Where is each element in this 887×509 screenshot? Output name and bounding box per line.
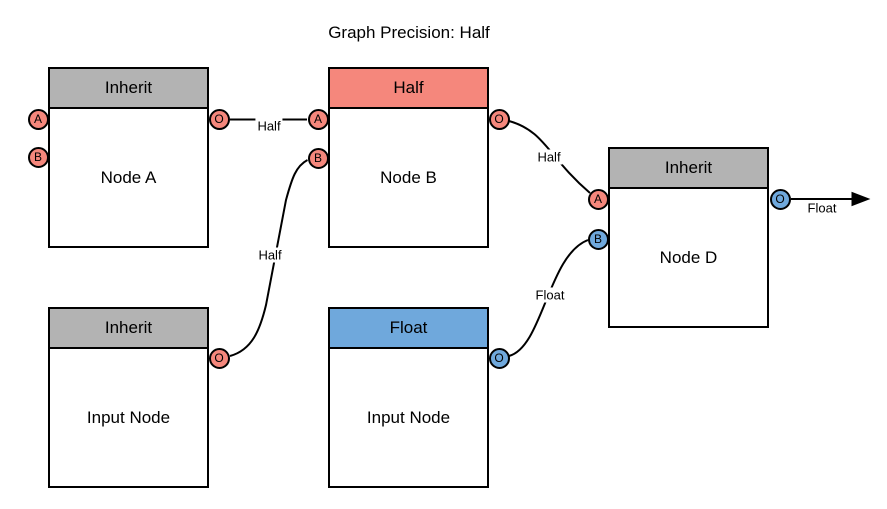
input-node-mid-header: Float — [330, 309, 487, 349]
port-input-mid-output-o: O — [488, 347, 510, 369]
node-b: Half Node B — [328, 67, 489, 248]
node-d-label: Node D — [659, 247, 718, 267]
input-node-left: Inherit Input Node — [48, 307, 209, 488]
port-node-d-input-b: B — [587, 228, 609, 250]
input-node-mid: Float Input Node — [328, 307, 489, 488]
input-node-left-header: Inherit — [50, 309, 207, 349]
node-a-label: Node A — [100, 167, 157, 187]
edge-label-input-mid-to-d: Float — [533, 287, 567, 303]
input-node-mid-label: Input Node — [366, 407, 451, 427]
edge-b-out-to-d-a — [508, 120, 591, 194]
input-node-left-label: Input Node — [86, 407, 171, 427]
port-node-d-input-a: A — [587, 188, 609, 210]
edge-label-d-out: Float — [805, 200, 839, 216]
port-node-b-output-o: O — [488, 108, 510, 130]
edge-label-b-to-d: Half — [535, 149, 563, 165]
arrowhead-icon — [851, 191, 871, 207]
port-node-a-input-b: B — [27, 146, 49, 168]
edge-label-a-to-b: Half — [255, 118, 283, 134]
port-node-b-input-b: B — [307, 147, 329, 169]
diagram-title: Graph Precision: Half — [328, 23, 490, 42]
node-b-header: Half — [330, 69, 487, 109]
port-node-b-input-a: A — [307, 108, 329, 130]
node-a-header: Inherit — [50, 69, 207, 109]
node-b-label: Node B — [380, 167, 437, 187]
port-node-a-output-o: O — [208, 108, 230, 130]
edge-input-left-to-b-b — [229, 159, 309, 357]
node-d: Inherit Node D — [608, 147, 769, 328]
node-d-header: Inherit — [610, 149, 767, 189]
node-a: Inherit Node A — [48, 67, 209, 248]
port-input-left-output-o: O — [208, 347, 230, 369]
port-node-a-input-a: A — [27, 108, 49, 130]
port-node-d-output-o: O — [769, 188, 791, 210]
edge-label-input-left-to-b: Half — [256, 247, 284, 263]
